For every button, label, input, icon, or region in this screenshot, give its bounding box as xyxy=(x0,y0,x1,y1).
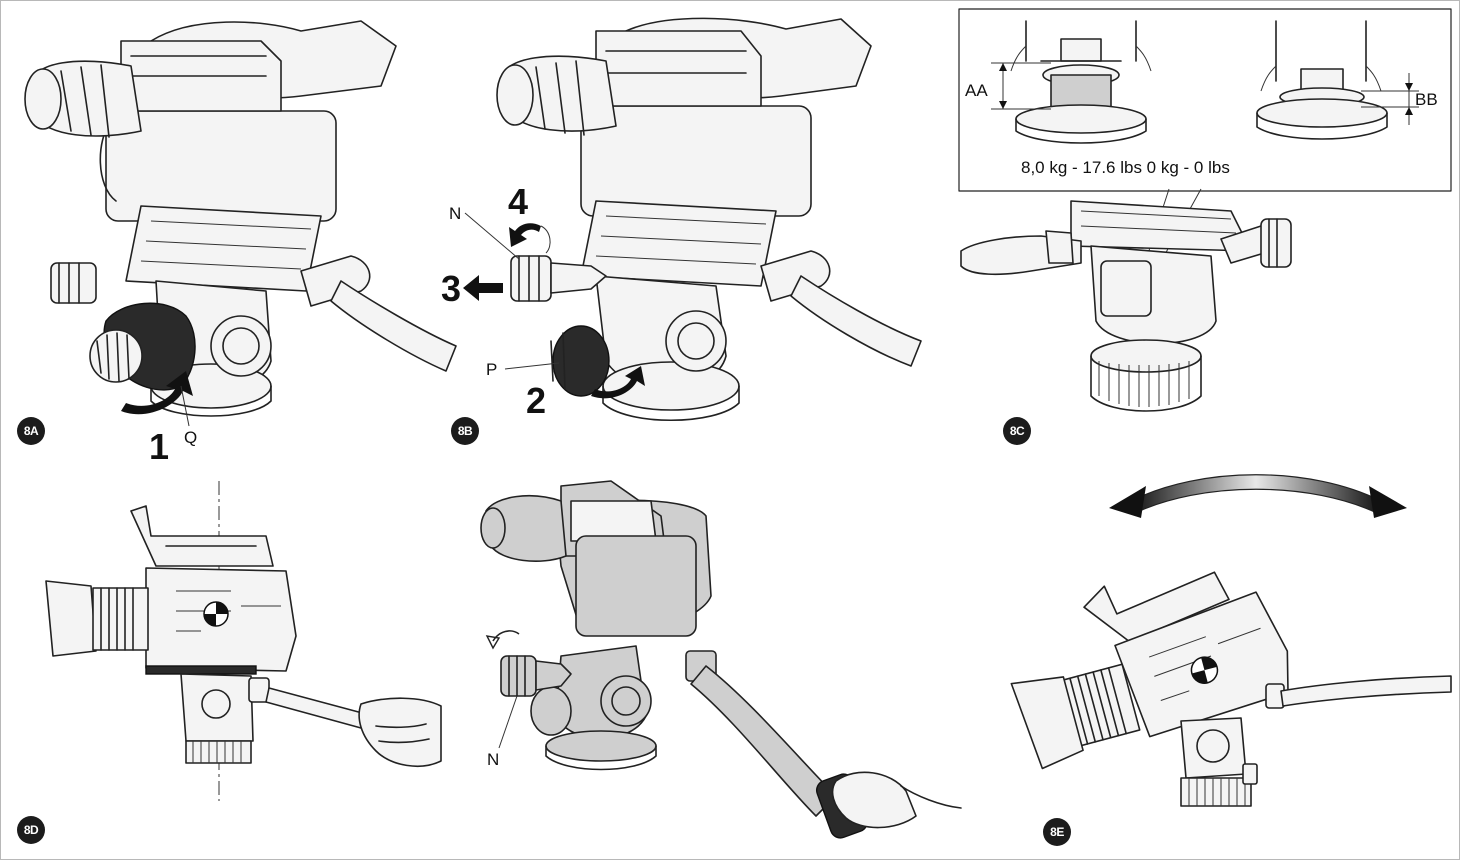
figure-badge-8c: 8C xyxy=(1003,417,1031,445)
figure-badge-8b: 8B xyxy=(451,417,479,445)
balance-target-icon xyxy=(1190,656,1219,684)
figure-8e: 8E xyxy=(981,456,1461,861)
inset-caption: 8,0 kg - 17.6 lbs 0 kg - 0 lbs xyxy=(1021,158,1230,177)
step-3-number: 3 xyxy=(441,268,462,309)
step-1-number: 1 xyxy=(149,426,170,467)
step-2-number: 2 xyxy=(526,380,547,421)
figure-8a-illustration xyxy=(24,20,457,427)
figure-badge-8e: 8E xyxy=(1043,818,1071,846)
label-p: P xyxy=(486,360,498,379)
figure-badge-8d: 8D xyxy=(17,816,45,844)
balance-target-icon xyxy=(203,601,229,627)
rotation-arrow-icon xyxy=(121,371,193,415)
figure-8d-knob-detail: N xyxy=(461,456,981,861)
figure-8d-illustration xyxy=(45,481,442,801)
rotation-arrow-icon xyxy=(485,630,520,650)
label-bb: BB xyxy=(1415,90,1438,109)
counterbalance-detail-left xyxy=(991,20,1152,144)
counterbalance-detail-right xyxy=(1256,20,1419,140)
swing-arrow-icon xyxy=(1109,474,1407,518)
figure-8c-illustration xyxy=(958,8,1452,412)
rotation-arrow-icon xyxy=(591,366,645,399)
figure-8d: 8D xyxy=(1,456,461,861)
label-n: N xyxy=(449,204,462,223)
label-n: N xyxy=(487,750,500,769)
label-aa: AA xyxy=(965,81,988,100)
direction-arrow-icon xyxy=(463,275,503,301)
label-q: Q xyxy=(184,428,198,447)
rotation-arrow-icon xyxy=(509,223,551,254)
figure-8e-illustration xyxy=(1010,474,1452,807)
figure-8b: N 4 3 P 2 8B xyxy=(441,1,961,456)
step-4-number: 4 xyxy=(508,181,529,222)
figure-8b-illustration xyxy=(463,17,922,421)
figure-8a: 1 Q 8A xyxy=(1,1,471,465)
figure-8c: AA BB 8,0 kg - 17.6 lbs 0 kg - 0 lbs 8C xyxy=(931,1,1461,456)
figure-badge-8a: 8A xyxy=(17,417,45,445)
figure-8d-2-illustration xyxy=(480,480,962,839)
